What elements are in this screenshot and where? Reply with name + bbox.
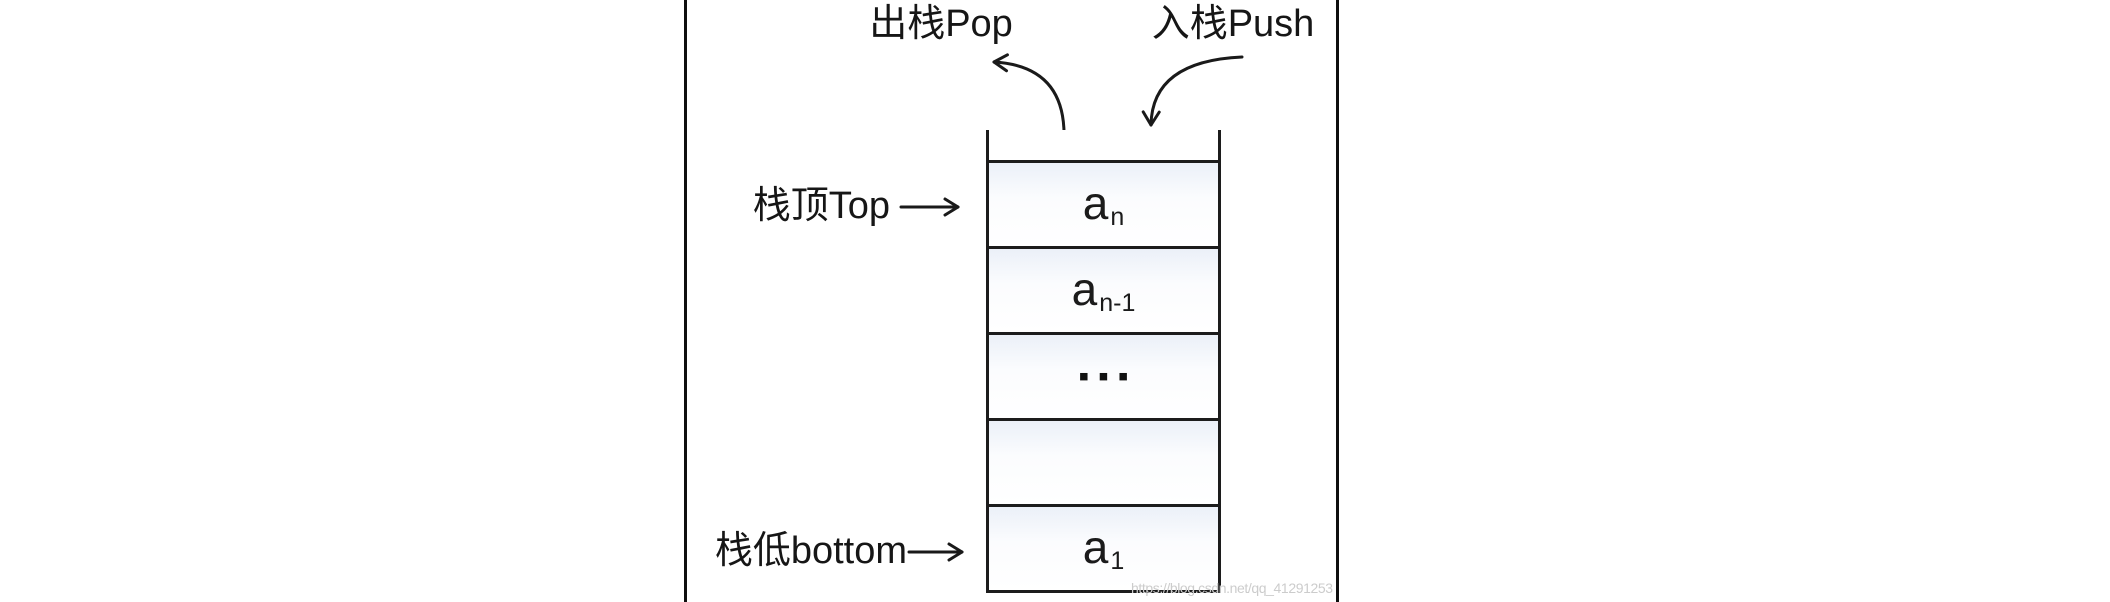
stack-mouth (989, 130, 1218, 160)
stack-cell-an-1: an-1 (989, 246, 1218, 332)
stack-top-label: 栈顶Top (752, 185, 890, 227)
stack-bottom-label: 栈低bottom (714, 530, 907, 572)
pop-curved-arrow-icon (992, 53, 1066, 133)
watermark-text: https://blog.csdn.net/qq_41291253 (1131, 580, 1333, 596)
frame-left-rule (684, 0, 687, 602)
cell-value: an-1 (1071, 262, 1136, 317)
stack-cell-a1: a1 (989, 504, 1218, 590)
frame-right-rule (1336, 0, 1339, 602)
ellipsis-dots: ▪▪▪ (1078, 359, 1138, 393)
push-curved-arrow-icon (1141, 55, 1244, 127)
pop-label: 出栈Pop (869, 3, 1013, 45)
push-label: 入栈Push (1151, 3, 1315, 45)
stack-container: an an-1 ▪▪▪ a1 (986, 130, 1221, 593)
stack-cell-an: an (989, 160, 1218, 246)
cell-value: an (1082, 176, 1125, 231)
cell-value: a1 (1082, 520, 1125, 575)
stack-cell-ellipsis: ▪▪▪ (989, 332, 1218, 418)
stack-cell-empty (989, 418, 1218, 504)
